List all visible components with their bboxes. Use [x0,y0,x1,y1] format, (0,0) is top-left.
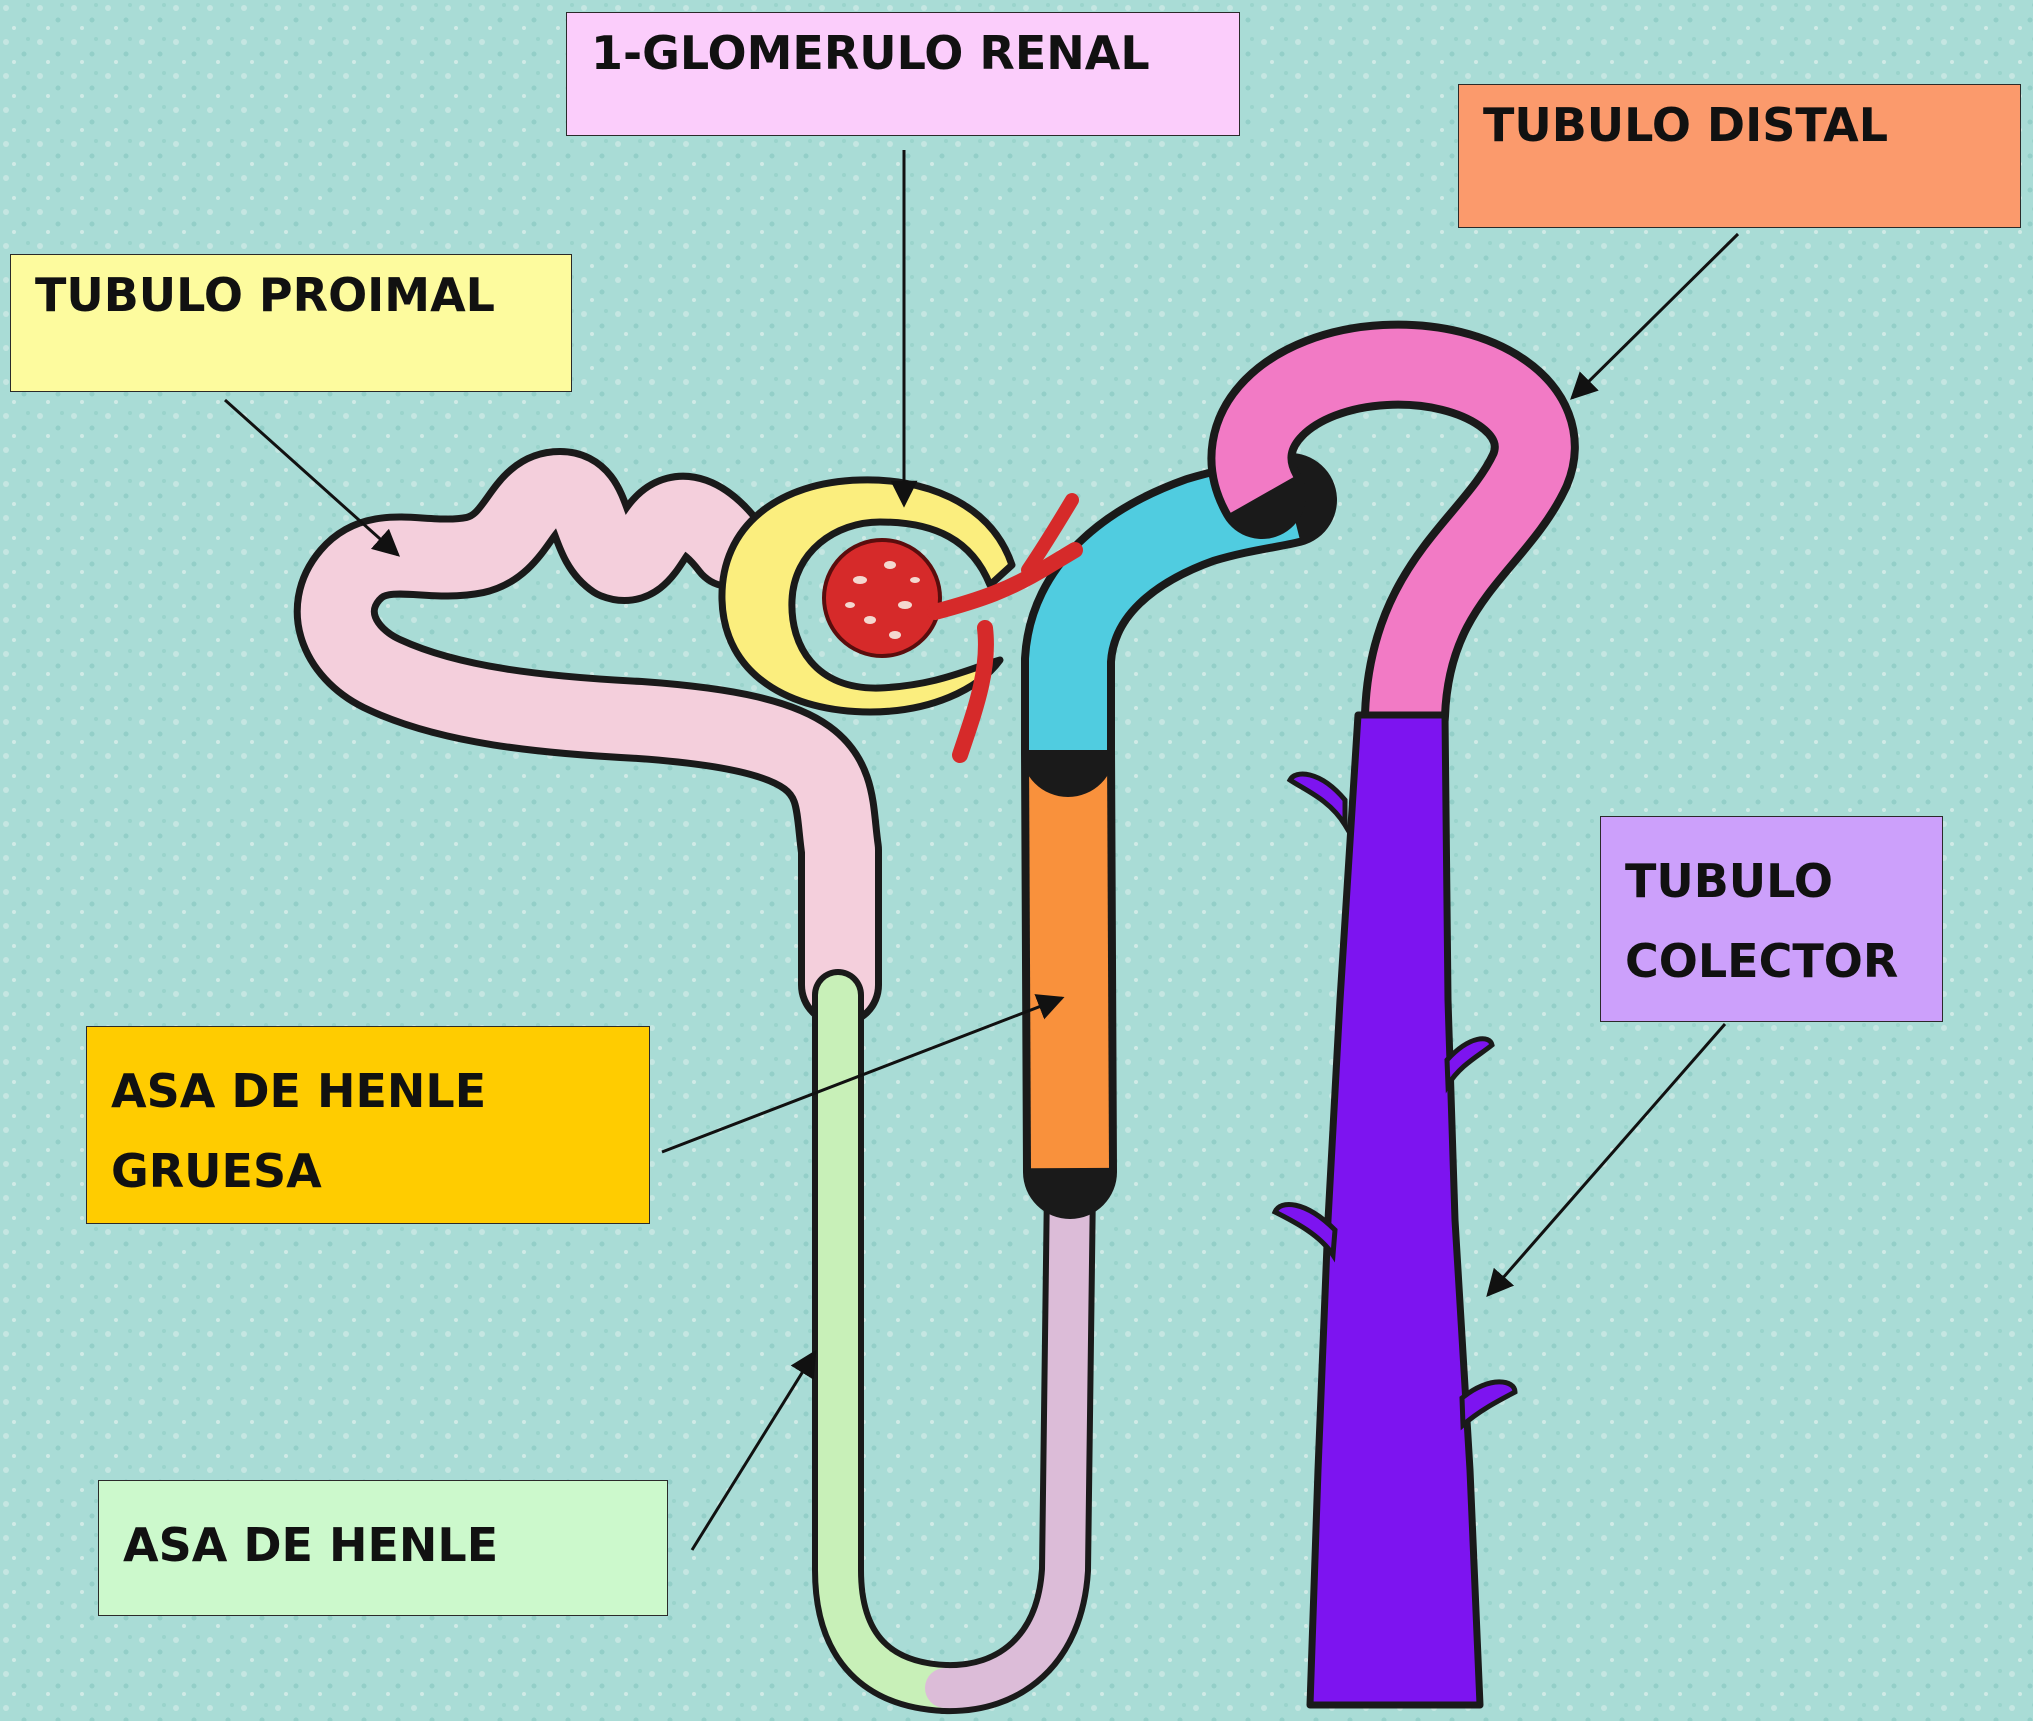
afferent-arteriole [927,542,1083,620]
thick-ascending-limb [1029,751,1109,1169]
asa-henle-gruesa-label: ASA DE HENLE GRUESA [86,1026,650,1224]
tubulo-proximal-label-text: TUBULO PROIMAL [35,268,495,322]
glomerulo-label: 1-GLOMERULO RENAL [566,12,1240,136]
collecting-duct-branch [1286,771,1348,835]
arrow-tubulo-proximal [223,398,401,557]
asa-henle-label-text: ASA DE HENLE [123,1518,499,1572]
arrow-tubulo-colector [1486,1023,1727,1298]
tubulo-proximal-label: TUBULO PROIMAL [10,254,572,392]
arrow-asa-henle [690,1349,817,1551]
tubulo-distal-label-text: TUBULO DISTAL [1483,98,1889,152]
glomerulus-pore [889,631,901,639]
tubulo-colector-label: TUBULO COLECTOR [1600,816,1943,1022]
collecting-duct [1306,711,1484,1709]
glomerulus-pore [845,602,855,608]
collecting-duct-branch [1444,1036,1495,1094]
arrow-tubulo-distal [1570,232,1740,400]
thin-descending-limb [818,975,965,1708]
tubulo-colector-label-line2: COLECTOR [1625,934,1899,988]
glomerulus-pore [910,577,920,583]
glomerulus-pore [884,561,896,569]
asa-henle-label: ASA DE HENLE [98,1480,668,1616]
asa-henle-gruesa-label-line1: ASA DE HENLE [111,1064,487,1118]
tubulo-colector-label-line1: TUBULO [1625,854,1833,908]
thin-ascending-limb [925,1165,1090,1709]
glomerulus-pore [898,601,912,609]
distal-tubule [1215,328,1571,718]
glomerulo-label-text: 1-GLOMERULO RENAL [591,26,1150,80]
collecting-duct-branch [1459,1379,1518,1431]
tubulo-distal-label: TUBULO DISTAL [1458,84,2021,228]
arrow-asa-henle-gruesa [661,994,1065,1154]
collecting-duct-branch [1271,1202,1338,1263]
proximal-tubule [300,455,875,1020]
peritubular-vessel [952,620,994,763]
glomerulus-pore [864,616,876,624]
efferent-arteriole [1021,493,1079,577]
glomerulus-pore [853,576,867,584]
asa-henle-gruesa-label-line2: GRUESA [111,1144,322,1198]
glomerulus [822,538,942,658]
